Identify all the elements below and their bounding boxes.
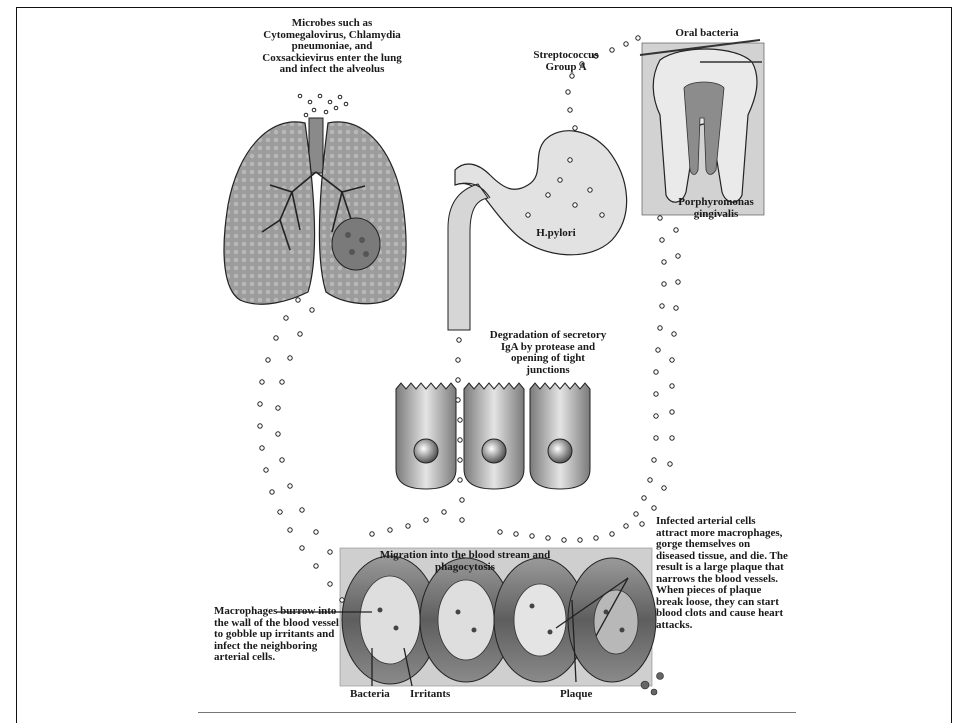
porphyromonas-label: Porphyromonas gingivalis (672, 197, 760, 220)
macrophages-label: Macrophages burrow into the wall of the … (214, 606, 346, 664)
degradation-label: Degradation of secretory IgA by protease… (488, 330, 608, 376)
streptococcus-label: Streptococcus Group A (526, 50, 606, 73)
infected-cells-label: Infected arterial cells attract more mac… (656, 516, 790, 631)
bacteria-label: Bacteria (350, 689, 390, 701)
oral-bacteria-label: Oral bacteria (662, 28, 752, 40)
epithelial-cell (396, 383, 456, 489)
irritants-label: Irritants (410, 689, 450, 701)
tooth-illustration (640, 40, 764, 215)
epithelial-cells (396, 383, 590, 489)
pathway-tooth-to-vessel (498, 216, 680, 542)
epithelial-cell (530, 383, 590, 489)
plaque-label: Plaque (560, 689, 592, 701)
inhaled-microbes (298, 94, 348, 117)
epithelial-cell (464, 383, 524, 489)
pathway-lung-to-vessel (258, 298, 344, 602)
vessel-segment (568, 558, 656, 682)
caption-rule (198, 712, 796, 713)
migration-label: Migration into the blood stream and phag… (360, 550, 570, 573)
lungs-illustration (224, 118, 406, 304)
h-pylori-label: H.pylori (526, 228, 586, 240)
microbes-label: Microbes such as Cytomegalovirus, Chlamy… (262, 18, 402, 76)
